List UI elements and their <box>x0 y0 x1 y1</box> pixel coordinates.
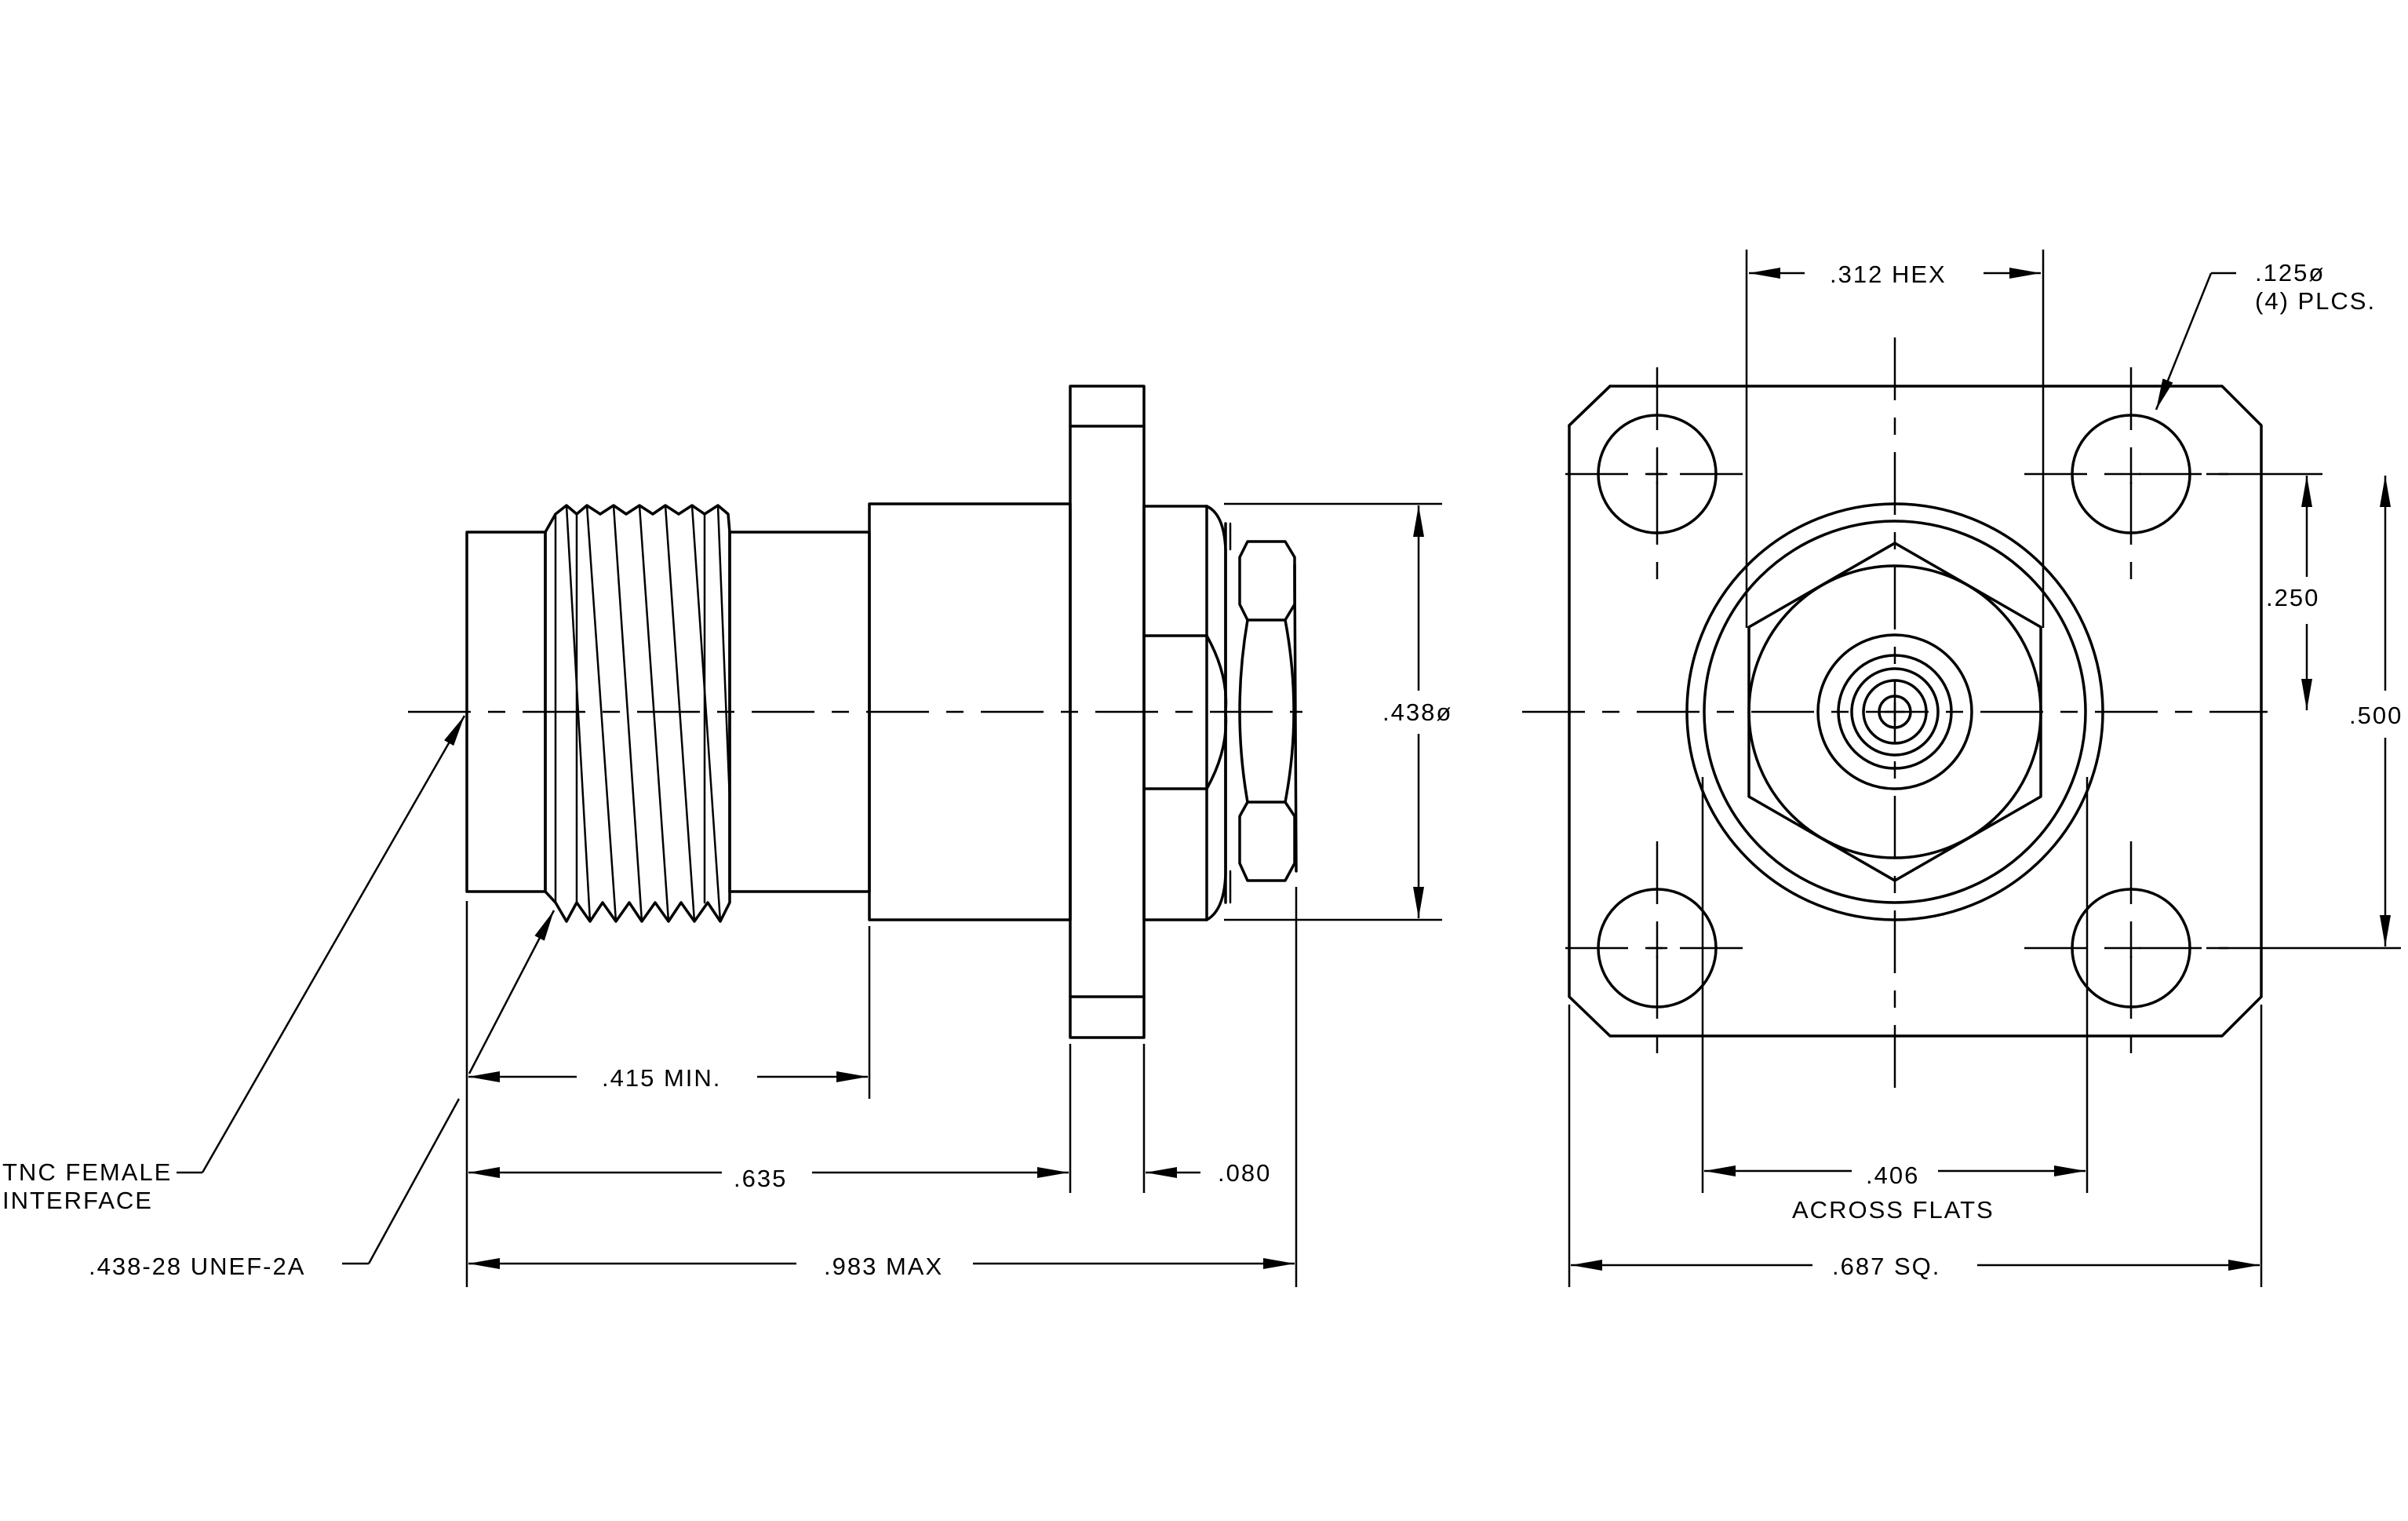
mount-hole-tr <box>2024 367 2228 582</box>
dim-250 <box>2206 472 2322 710</box>
dim-125-label-line1: .125ø <box>2255 259 2325 286</box>
dim-406-label-line2: ACROSS FLATS <box>1792 1196 1995 1224</box>
dim-500-label: .500 <box>2349 702 2403 729</box>
tnc-label-line2: INTERFACE <box>2 1187 153 1214</box>
dim-312-label: .312 HEX <box>1830 261 1947 288</box>
hex-outline <box>1747 542 2042 882</box>
dim-687 <box>1568 1005 2263 1287</box>
center-pin <box>1878 695 1912 729</box>
dim-080-label: .080 <box>1218 1159 1271 1187</box>
body-inner-circle <box>1703 520 2087 904</box>
dim-406-label-line1: .406 <box>1866 1162 1919 1189</box>
dim-635-label: .635 <box>734 1165 787 1192</box>
contact-ring-1 <box>1816 633 1973 790</box>
dim-500 <box>2206 476 2401 950</box>
side-view: .438ø .415 MIN. .635 .080 .983 MAX <box>2 385 1452 1287</box>
body-outer-circle <box>1685 502 2104 921</box>
end-view: .312 HEX .125ø (4) PLCS. .250 .500 <box>1522 250 2403 1287</box>
dim-415-label: .415 MIN. <box>602 1064 721 1092</box>
dim-250-label: .250 <box>2266 584 2319 611</box>
rear-nut <box>1224 522 1298 904</box>
dim-983-label: .983 MAX <box>824 1253 943 1280</box>
mount-hole-bl <box>1565 841 1750 1056</box>
dim-438-dia <box>1224 502 1442 921</box>
dim-406 <box>1701 777 2089 1193</box>
dim-125-label-line2: (4) PLCS. <box>2255 287 2376 315</box>
mount-hole-tl <box>1565 367 1750 582</box>
thread-spec-label: .438-28 UNEF-2A <box>89 1253 305 1280</box>
tnc-label-line1: TNC FEMALE <box>2 1158 172 1186</box>
tnc-leader <box>177 715 466 1174</box>
dim-312 <box>1745 250 2045 628</box>
thread-leader <box>342 910 556 1265</box>
dim-438-label: .438ø <box>1383 698 1452 726</box>
hex-nut <box>1142 505 1228 921</box>
thread-section <box>544 504 731 923</box>
dim-125 <box>2155 272 2236 410</box>
mount-hole-br <box>2024 841 2228 1056</box>
dim-687-label: .687 SQ. <box>1832 1253 1940 1280</box>
